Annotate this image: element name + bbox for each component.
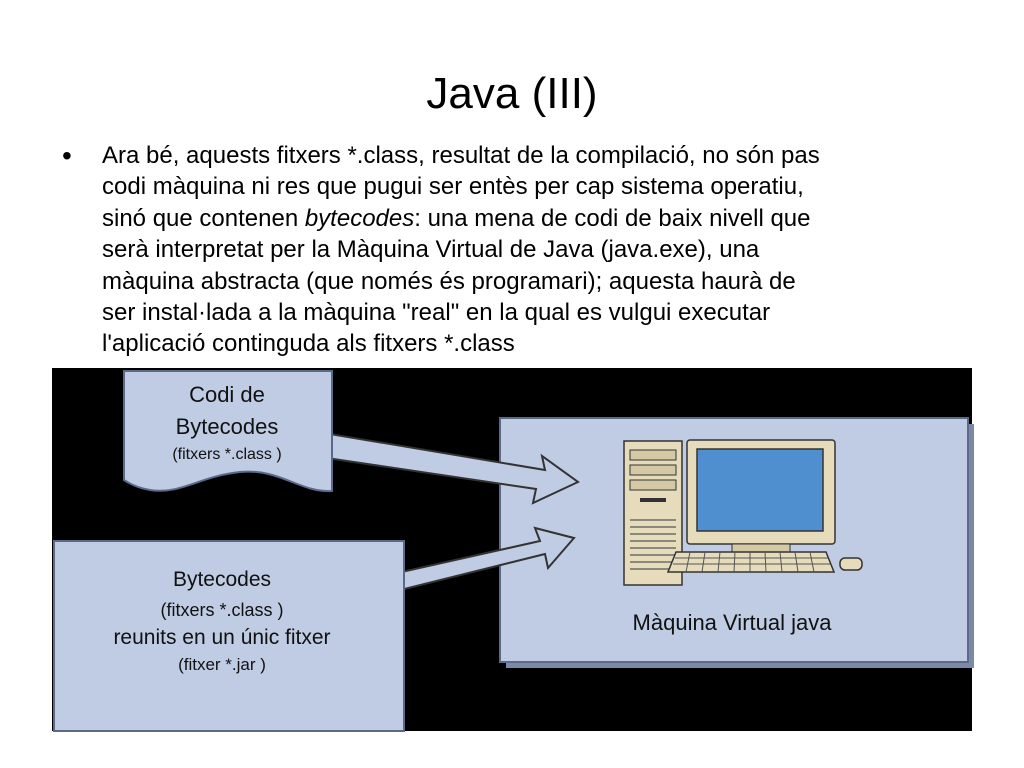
- box-top-line1: Codi de: [189, 382, 265, 407]
- box-bottom-line2: (fitxers *.class ): [160, 600, 283, 620]
- computer-icon: [623, 439, 863, 586]
- bullet-line: serà interpretat per la Màquina Virtual …: [102, 236, 760, 264]
- box-top-line3: (fitxers *.class ): [172, 446, 281, 463]
- bullet-line-part: : una mena de codi de baix nivell que: [414, 204, 811, 232]
- bullet-paragraph: Ara bé, aquests fitxers *.class, resulta…: [102, 140, 972, 360]
- bullet-line: l'aplicació continguda als fitxers *.cla…: [102, 330, 515, 358]
- arrow-right-icon: [318, 431, 580, 505]
- bytecodes-box-bottom: [53, 540, 405, 732]
- box-top-line2: Bytecodes: [176, 414, 279, 439]
- bullet-line: ser instal·lada a la màquina "real" en l…: [102, 299, 771, 327]
- bullet-point: •: [62, 140, 72, 171]
- vm-label: Màquina Virtual java: [633, 610, 833, 635]
- bytecodes-box-top: [123, 370, 333, 493]
- box-bottom-line3: reunits en un únic fitxer: [113, 626, 330, 649]
- bullet-line: Ara bé, aquests fitxers *.class, resulta…: [102, 142, 820, 169]
- bullet-line: sinó que contenen bytecodes: una mena de…: [102, 203, 972, 234]
- box-bottom-line1: Bytecodes: [173, 568, 271, 591]
- slide-title: Java (III): [426, 69, 598, 118]
- bullet-line-part: sinó que contenen: [102, 204, 305, 232]
- box-bottom-line4: (fitxer *.jar ): [178, 655, 266, 674]
- bytecodes-term: bytecodes: [304, 204, 415, 232]
- bullet-line: codi màquina ni res que pugui ser entès …: [102, 173, 804, 201]
- bullet-line: màquina abstracta (que només és programa…: [102, 267, 796, 295]
